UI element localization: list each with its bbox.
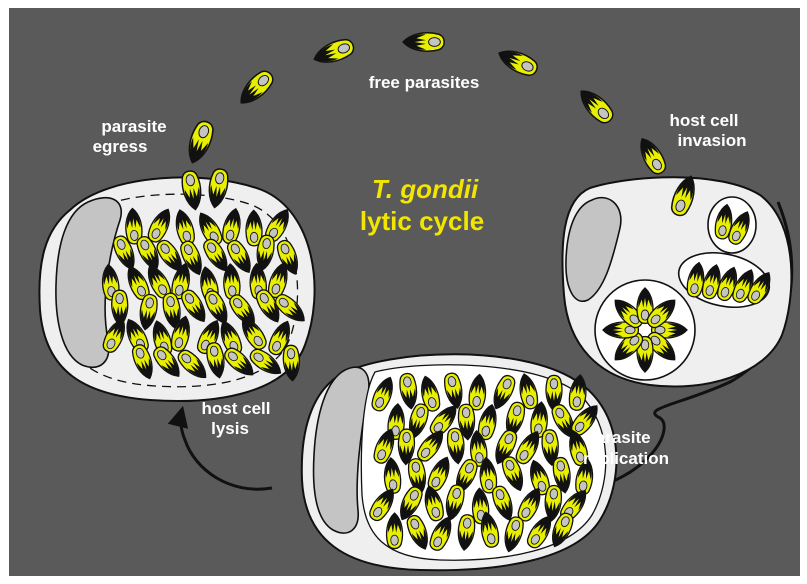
diagram-title-cycle: lytic cycle bbox=[360, 206, 484, 236]
label-lysis-line1: host cell bbox=[202, 399, 271, 418]
label-free-parasites: free parasites bbox=[369, 73, 480, 92]
label-lysis-line2: lysis bbox=[211, 419, 249, 438]
diagram-title-species: T. gondii bbox=[372, 174, 479, 204]
label-egress-line2: egress bbox=[93, 137, 148, 156]
label-invasion-line1: host cell bbox=[670, 111, 739, 130]
label-egress-line1: parasite bbox=[101, 117, 166, 136]
label-invasion-line2: invasion bbox=[678, 131, 747, 150]
label-replication-line2: replication bbox=[583, 449, 669, 468]
label-replication-line1: parasite bbox=[585, 428, 650, 447]
